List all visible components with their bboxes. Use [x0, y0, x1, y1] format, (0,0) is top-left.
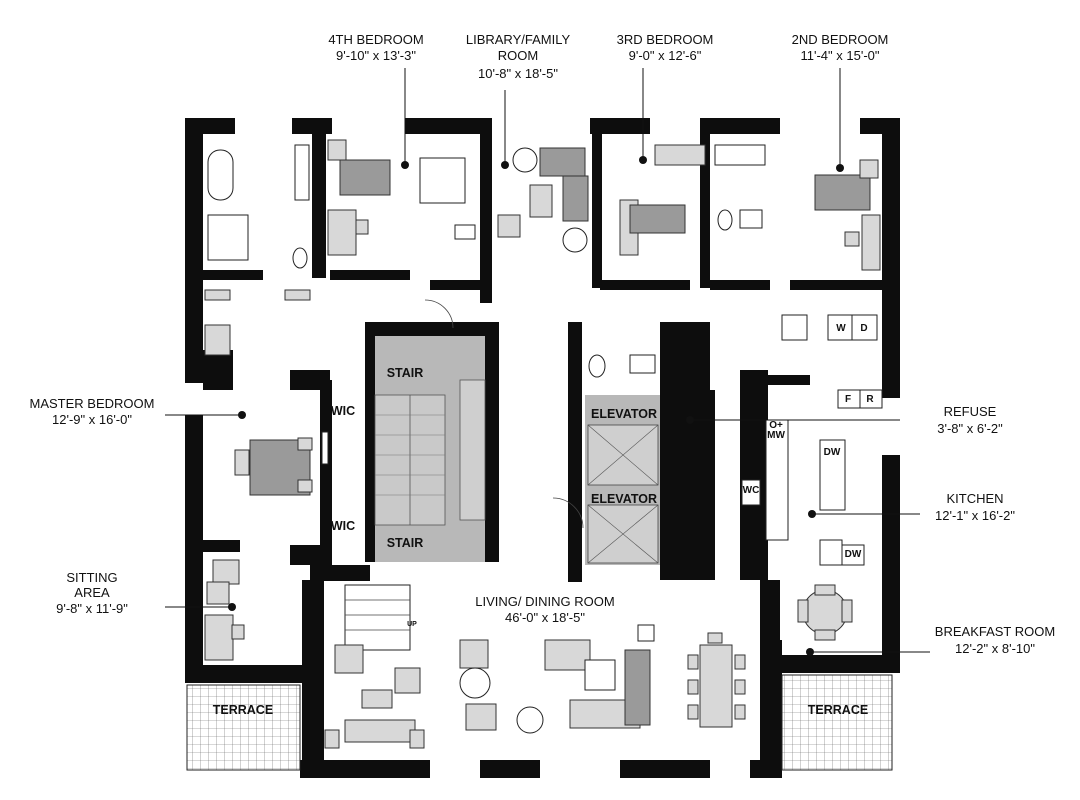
- terrace-label-right: TERRACE: [808, 703, 868, 717]
- stair-core: [374, 336, 486, 562]
- room-name: LIVING/ DINING ROOM: [475, 594, 614, 609]
- room-name: AREA: [74, 585, 110, 600]
- room-label-master: MASTER BEDROOM 12'-9" x 16'-0": [30, 396, 155, 427]
- dishwasher-label-bottom: DW: [845, 549, 862, 560]
- room-size: 3'-8" x 6'-2": [937, 421, 1003, 436]
- room-name: BREAKFAST ROOM: [935, 624, 1055, 639]
- room-label-bedroom2: 2ND BEDROOM 11'-4" x 15'-0": [792, 32, 889, 63]
- oven-mw-label: MW: [767, 430, 785, 441]
- room-name: MASTER BEDROOM: [30, 396, 155, 411]
- wic-label-bottom: WIC: [331, 519, 355, 533]
- room-name: 4TH BEDROOM: [328, 32, 423, 47]
- room-name: KITCHEN: [946, 491, 1003, 506]
- stair-label-top: STAIR: [387, 366, 424, 380]
- leader-lines: [165, 68, 930, 656]
- room-size: 12'-9" x 16'-0": [52, 412, 132, 427]
- room-size: 9'-0" x 12'-6": [629, 48, 702, 63]
- room-label-library: LIBRARY/FAMILY ROOM 10'-8" x 18'-5": [466, 32, 571, 81]
- terrace-left-area: [186, 684, 301, 771]
- room-name: 3RD BEDROOM: [617, 32, 714, 47]
- room-size: 12'-2" x 8'-10": [955, 641, 1035, 656]
- range-label: R: [866, 394, 874, 405]
- room-size: 11'-4" x 15'-0": [801, 48, 880, 63]
- room-label-kitchen: KITCHEN 12'-1" x 16'-2": [935, 491, 1015, 523]
- dishwasher-label-top: DW: [824, 447, 841, 458]
- fridge-label: F: [845, 394, 851, 405]
- room-label-living: LIVING/ DINING ROOM 46'-0" x 18'-5": [475, 594, 614, 625]
- room-size: 46'-0" x 18'-5": [505, 610, 585, 625]
- wic-label-top: WIC: [331, 404, 355, 418]
- room-size: 9'-10" x 13'-3": [336, 48, 416, 63]
- room-label-breakfast: BREAKFAST ROOM 12'-2" x 8'-10": [935, 624, 1055, 656]
- room-name: LIBRARY/FAMILY: [466, 32, 571, 47]
- room-label-bedroom4: 4TH BEDROOM 9'-10" x 13'-3": [328, 32, 423, 63]
- oven-mw-label: O+: [769, 420, 783, 431]
- room-name: 2ND BEDROOM: [792, 32, 889, 47]
- room-name: SITTING: [66, 570, 117, 585]
- washer-label: W: [836, 323, 846, 334]
- room-size: 12'-1" x 16'-2": [935, 508, 1015, 523]
- up-label: UP: [407, 621, 417, 628]
- room-name: REFUSE: [944, 404, 997, 419]
- wc-label: WC: [743, 485, 760, 496]
- elevator-label-bottom: ELEVATOR: [591, 492, 657, 506]
- room-label-refuse: REFUSE 3'-8" x 6'-2": [937, 404, 1003, 436]
- furniture: [204, 139, 883, 749]
- room-name: ROOM: [498, 48, 538, 63]
- terrace-label-left: TERRACE: [213, 703, 273, 717]
- interior-walls: [200, 118, 882, 650]
- room-size: 9'-8" x 11'-9": [56, 601, 128, 616]
- room-label-sitting: SITTING AREA 9'-8" x 11'-9": [56, 570, 128, 616]
- dryer-label: D: [860, 323, 867, 334]
- elevator-label-top: ELEVATOR: [591, 407, 657, 421]
- interior-labels: STAIR STAIR WIC WIC ELEVATOR ELEVATOR TE…: [213, 323, 875, 717]
- stair-label-bottom: STAIR: [387, 536, 424, 550]
- room-size: 10'-8" x 18'-5": [478, 66, 558, 81]
- elevator-core: [585, 395, 660, 565]
- room-label-bedroom3: 3RD BEDROOM 9'-0" x 12'-6": [617, 32, 714, 63]
- terrace-right-area: [781, 674, 893, 771]
